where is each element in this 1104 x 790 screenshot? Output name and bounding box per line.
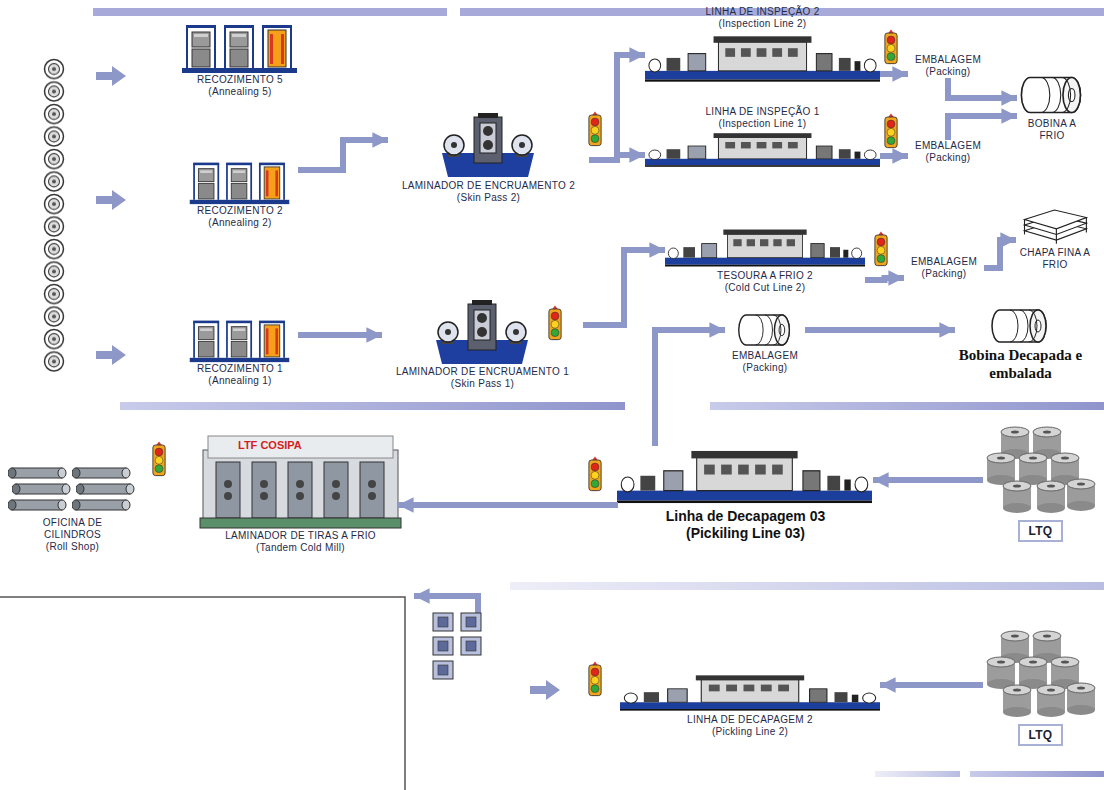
station-caption: EMBALAGEM (Packing) xyxy=(911,54,985,78)
flow-arrow xyxy=(589,55,645,160)
station-caption: LTQ xyxy=(1018,724,1062,746)
packing-station: EMBALAGEM (Packing) xyxy=(908,54,988,78)
packing-station: EMBALAGEM (Packing) xyxy=(725,310,805,374)
coil-icon xyxy=(739,78,1081,346)
station-caption: LAMINADOR DE TIRAS A FRIO (Tandem Cold M… xyxy=(213,530,388,554)
pickling-line: LINHA DE DECAPAGEM 2 (Pickling Line 2) xyxy=(620,672,880,738)
packing-station: EMBALAGEM (Packing) xyxy=(904,256,984,280)
flow-arrow xyxy=(398,502,618,508)
packing-station: EMBALAGEM (Packing) xyxy=(908,140,988,164)
station-caption: Bobina Decapada e embalada xyxy=(958,346,1083,382)
station-caption: EMBALAGEM (Packing) xyxy=(728,350,802,374)
flow-arrow xyxy=(873,477,983,483)
flow-arrow xyxy=(880,682,983,688)
traffic-light xyxy=(153,30,897,696)
pickling-line: Linha de Decapagem 03 (Pickiling Line 03… xyxy=(618,446,873,542)
flow-arrow xyxy=(298,332,382,338)
flow-arrow xyxy=(805,327,955,333)
annealing-furnace xyxy=(182,25,297,362)
station-caption: LINHA DE INSPEÇÃO 2 (Inspection Line 2) xyxy=(698,6,828,30)
flow-arrow xyxy=(655,330,725,446)
sheet-stack xyxy=(1025,210,1087,244)
cut-line: TESOURA A FRIO 2 (Cold Cut Line 2) xyxy=(665,226,865,294)
roll-shop: OFICINA DE CILINDROS (Roll Shop) xyxy=(5,462,140,553)
mill-sign-text: LTF COSIPA xyxy=(236,439,304,452)
station-caption: TESOURA A FRIO 2 (Cold Cut Line 2) xyxy=(705,270,825,294)
flow-arrow xyxy=(880,71,908,77)
flow-arrow xyxy=(948,116,1017,140)
flow-arrow xyxy=(583,250,665,325)
hot-coil-stack xyxy=(987,427,1095,717)
flow-arrow xyxy=(984,240,1016,268)
station-caption: LINHA DE DECAPAGEM 2 (Pickling Line 2) xyxy=(675,714,825,738)
station-caption: RECOZIMENTO 2 (Annealing 2) xyxy=(185,205,295,229)
frame-bands xyxy=(0,8,1104,790)
station-caption: Linha de Decapagem 03 (Pickiling Line 03… xyxy=(648,508,843,542)
coil-product: Bobina Decapada e embalada xyxy=(955,306,1086,382)
coil-stack xyxy=(38,58,70,373)
process-line xyxy=(617,36,880,710)
inspection-line: LINHA DE INSPEÇÃO 2 (Inspection Line 2) xyxy=(645,6,880,86)
tandem-mill xyxy=(200,436,401,528)
coil-product: BOBINA A FRIO xyxy=(1017,72,1087,142)
flow-arrow xyxy=(589,155,645,160)
small-equipment xyxy=(433,613,481,679)
station-caption: CHAPA FINA A FRIO xyxy=(1019,247,1091,271)
station-caption: LAMINADOR DE ENCRUAMENTO 2 (Skin Pass 2) xyxy=(391,180,586,204)
sheet-product: CHAPA FINA A FRIO xyxy=(1016,205,1094,271)
flow-arrow xyxy=(880,153,908,159)
hot-coil-stock: LTQ xyxy=(983,630,1098,746)
flow-arrow xyxy=(865,278,904,280)
station-caption: LINHA DE INSPEÇÃO 1 (Inspection Line 1) xyxy=(698,106,828,130)
annealing-station: RECOZIMENTO 2 (Annealing 2) xyxy=(182,160,298,229)
station-caption: RECOZIMENTO 1 (Annealing 1) xyxy=(185,363,295,387)
station-caption: BOBINA A FRIO xyxy=(1026,118,1078,142)
skin-pass-mill: LAMINADOR DE ENCRUAMENTO 1 (Skin Pass 1) xyxy=(382,300,583,390)
hot-coil-stock: LTQ xyxy=(983,426,1098,542)
skin-pass-mill: LAMINADOR DE ENCRUAMENTO 2 (Skin Pass 2) xyxy=(388,112,589,204)
station-caption: LAMINADOR DE ENCRUAMENTO 1 (Skin Pass 1) xyxy=(385,366,580,390)
station-caption: EMBALAGEM (Packing) xyxy=(911,140,985,164)
station-caption: RECOZIMENTO 5 (Annealing 5) xyxy=(185,74,295,98)
roll-shop-rolls xyxy=(8,468,134,510)
annealing-station: RECOZIMENTO 5 (Annealing 5) xyxy=(182,22,298,98)
flow-arrow xyxy=(948,78,1017,98)
station-caption: LTQ xyxy=(1018,520,1062,542)
inspection-line: LINHA DE INSPEÇÃO 1 (Inspection Line 1) xyxy=(645,106,880,170)
annealing-station: RECOZIMENTO 1 (Annealing 1) xyxy=(182,318,298,387)
station-caption: OFICINA DE CILINDROS (Roll Shop) xyxy=(33,517,113,553)
flow-arrow xyxy=(298,140,388,170)
station-caption: EMBALAGEM (Packing) xyxy=(907,256,981,280)
skin-pass-mill xyxy=(436,113,534,364)
